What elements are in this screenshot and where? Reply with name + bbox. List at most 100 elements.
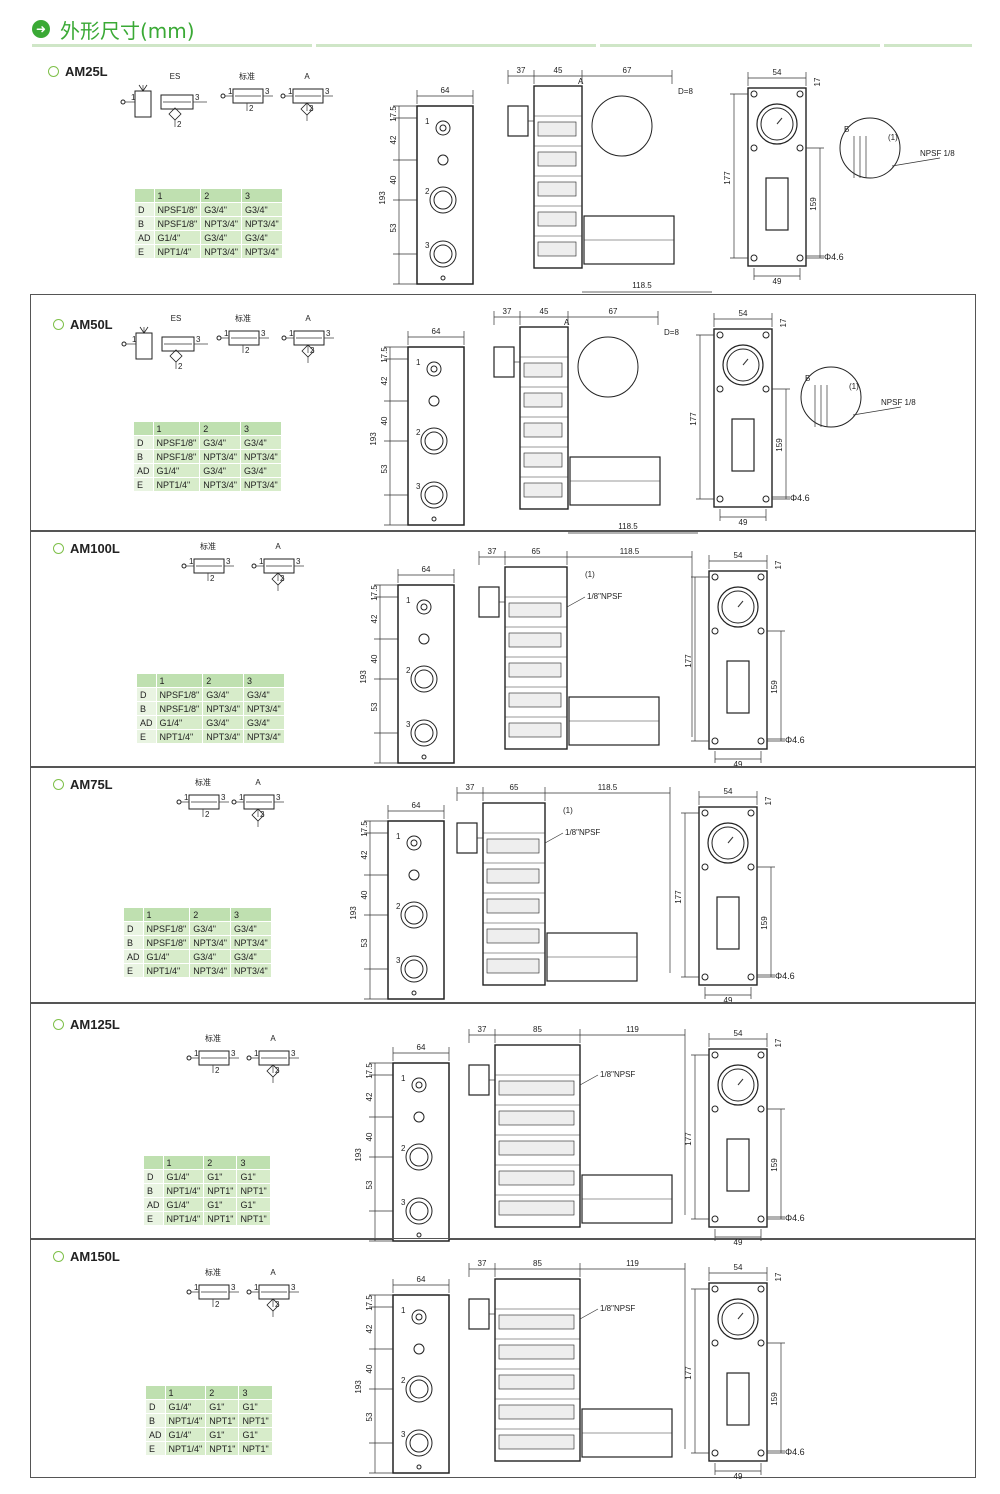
table-cell: NPT3/4" (199, 449, 241, 464)
port-label: 1 (406, 596, 411, 605)
mount-hole-icon (711, 1449, 719, 1457)
mount-hole-icon (757, 1339, 765, 1347)
front-body (416, 105, 474, 285)
dim-label: 1/8"NPSF (600, 1304, 635, 1313)
dim-label: 119 (626, 1025, 639, 1034)
table-header-cell: 1 (162, 1155, 205, 1170)
mount-hole-icon (757, 737, 765, 745)
side-slot (498, 1110, 575, 1126)
dim-label: B (844, 125, 849, 134)
detail-view: B(1)NPSF 1/8 (839, 117, 955, 179)
dim-label: 42 (389, 135, 398, 144)
port-inner (430, 365, 438, 373)
table-cell: NPT1" (238, 1413, 273, 1428)
dim-label: 17 (779, 318, 788, 327)
gauge-body (478, 586, 500, 618)
port-large-icon (405, 1375, 433, 1403)
port-label: 2 (249, 104, 254, 113)
port-in-icon (216, 335, 222, 341)
dim-label: 54 (734, 1029, 743, 1038)
mount-hole-icon (762, 385, 770, 393)
gauge-body (468, 1064, 490, 1096)
table-cell: E (133, 477, 154, 492)
dim-label: 42 (370, 614, 379, 623)
symbol-label: 标准 (239, 71, 255, 81)
bullet-ring-icon (48, 66, 59, 77)
port-label: 2 (177, 120, 182, 129)
symbol-label: ES (170, 72, 181, 81)
dim-label: 177 (674, 890, 683, 904)
dim-label: 37 (503, 307, 512, 316)
dim-label: 42 (365, 1324, 374, 1333)
side-slot (523, 362, 563, 378)
table-cell: NPT3/4" (239, 477, 282, 492)
port-label: 1 (288, 87, 293, 96)
detail-circle (800, 366, 862, 428)
dim-label: D=8 (678, 87, 693, 96)
dim-line (852, 406, 902, 416)
symbol-label: 标准 (200, 541, 216, 551)
dim-label: 53 (380, 464, 389, 473)
port-label: 3 (401, 1430, 406, 1439)
table-cell: NPSF1/8" (155, 701, 204, 716)
port-large-icon (405, 1143, 433, 1171)
table-cell: E (134, 244, 155, 259)
dim-label: 17.5 (365, 1295, 374, 1311)
port-label: 1 (239, 793, 244, 802)
table-header-cell: 2 (202, 673, 244, 688)
valve-box (134, 90, 152, 118)
dim-label: 53 (365, 1180, 374, 1189)
port-large-icon (410, 665, 438, 693)
mount-hole-icon (762, 331, 770, 339)
gauge-dial (721, 1302, 755, 1336)
table-cell: B (136, 701, 157, 716)
gauge-needle (776, 117, 783, 125)
gauge-dial (760, 107, 794, 141)
detail-circle (591, 95, 653, 157)
dim-label: 177 (684, 1366, 693, 1380)
port-small-icon (413, 1343, 425, 1355)
mount-hole-icon (711, 1105, 719, 1113)
port-inner (414, 723, 434, 743)
table-cell: NPT1/4" (164, 1413, 207, 1428)
mount-hole-icon (750, 254, 758, 262)
model-title: AM125L (53, 1017, 120, 1032)
table-header-cell (136, 673, 157, 688)
table-cell: B (133, 449, 154, 464)
model-title: AM150L (53, 1249, 120, 1264)
dim-line (891, 157, 941, 167)
mount-hole-icon (757, 1285, 765, 1293)
port-in-icon (280, 93, 286, 99)
mount-hole-icon (757, 1051, 765, 1059)
gauge-dial (726, 348, 760, 382)
bullet-ring-icon (53, 779, 64, 790)
dim-label: 177 (689, 412, 698, 426)
port-label: 1 (184, 793, 189, 802)
dim-label: 159 (770, 1392, 779, 1406)
port-label: 3 (226, 557, 231, 566)
gauge-body (468, 1298, 490, 1330)
table-cell: NPT1/4" (153, 244, 202, 259)
side-slot (523, 452, 563, 468)
table-cell: NPT3/4" (229, 963, 272, 978)
dim-label: 53 (370, 702, 379, 711)
side-slot (486, 958, 540, 974)
dim-label: 193 (359, 670, 368, 684)
table-cell: G1" (203, 1169, 238, 1184)
